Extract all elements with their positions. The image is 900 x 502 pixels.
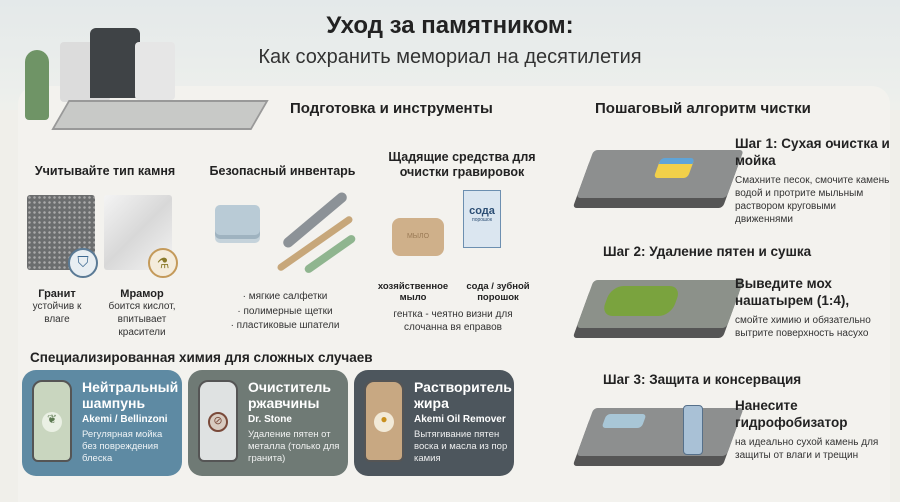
bottle-icon: ● bbox=[364, 380, 404, 462]
steps-title: Пошаговый алгоритм чистки bbox=[595, 100, 811, 117]
granite-label: Гранит bbox=[38, 288, 76, 300]
step-2: Выведите мох нашатырем (1:4),смойте хими… bbox=[735, 276, 871, 339]
soda-label: сода / зубной порошок bbox=[466, 281, 530, 303]
prep-title: Подготовка и инструменты bbox=[290, 100, 493, 117]
stone-title: Учитывайте тип камня bbox=[34, 164, 176, 178]
bottle-icon: ❦ bbox=[32, 380, 72, 462]
step2-illustration bbox=[576, 280, 744, 328]
spray-bottle-icon bbox=[683, 405, 703, 455]
page-subtitle: Как сохранить мемориал на десятилетия bbox=[258, 46, 642, 68]
step3-illustration bbox=[576, 408, 744, 456]
marble-label: Мрамор bbox=[120, 288, 164, 300]
gentle-note: гентка - чеятно визни для слочанна вя еп… bbox=[393, 309, 513, 333]
leaf-icon: ❦ bbox=[42, 412, 62, 432]
flask-icon: ⚗ bbox=[148, 248, 178, 278]
tools-item: · мягкие салфетки bbox=[242, 291, 328, 302]
no-rust-icon: ⊘ bbox=[208, 412, 228, 432]
monument-illustration bbox=[20, 20, 270, 150]
soda-box-illustration: сода порошок bbox=[463, 190, 501, 248]
granite-desc: устойчив к влаге bbox=[32, 301, 82, 325]
tools-illustration bbox=[215, 190, 365, 275]
tools-title: Безопасный инвентарь bbox=[209, 164, 356, 178]
bottle-icon: ⊘ bbox=[198, 380, 238, 462]
step1-illustration bbox=[576, 150, 744, 198]
oil-drop-icon: ● bbox=[374, 412, 394, 432]
tools-item: · пластиковые шпатели bbox=[230, 320, 340, 331]
page-title: Уход за памятником: bbox=[326, 12, 574, 39]
step-2-title: Шаг 2: Удаление пятен и сушка bbox=[603, 244, 812, 259]
soap-illustration: МЫЛО bbox=[392, 218, 444, 256]
shield-drop-icon: ⛉ bbox=[68, 248, 98, 278]
marble-desc: боится кислот, впитывает красители bbox=[108, 301, 176, 338]
step-3-title: Шаг 3: Защита и консервация bbox=[603, 372, 802, 387]
gentle-title: Щадящие средства для очистки гравировок bbox=[388, 150, 536, 179]
soap-label: хозяйственное мыло bbox=[377, 281, 449, 303]
granite-sample bbox=[27, 195, 95, 270]
chem-title: Специализированная химия для сложных слу… bbox=[30, 350, 373, 365]
tools-item: · полимерные щетки bbox=[237, 305, 333, 317]
